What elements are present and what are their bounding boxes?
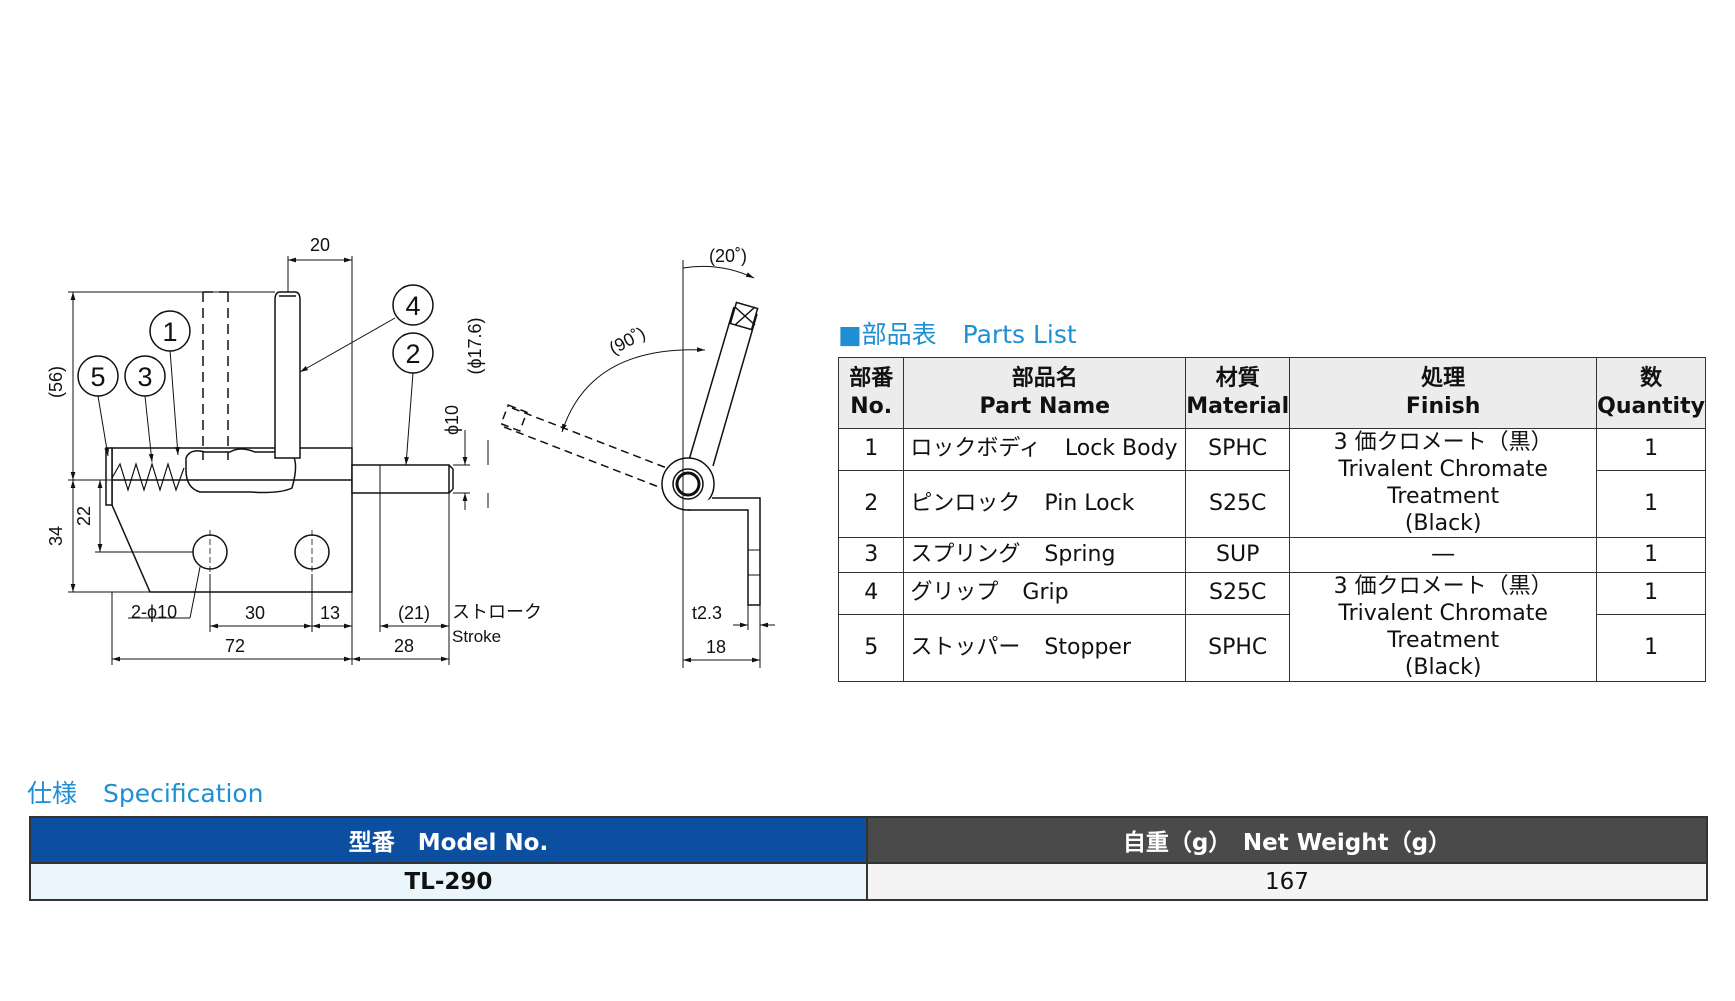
grip [274,291,301,459]
dim-side-width: 18 [706,637,726,657]
dim-hole-edge: 13 [320,603,340,623]
front-dimension-labels: 20 (56) 34 22 ϕ10 (ϕ17.6) 2-ϕ10 30 13 72… [46,235,542,656]
pin-lock [351,464,450,494]
stroke-label-jp: ストローク [452,602,542,622]
finish-group-3: 3 価クロメート（黒）Trivalent Chromate Treatment(… [1289,572,1598,682]
dim-hole-pitch: 30 [245,603,265,623]
finish-group-1: 3 価クロメート（黒）Trivalent Chromate Treatment(… [1289,428,1598,538]
dim-stroke-value: (21) [398,603,430,623]
grip-side [688,306,735,461]
front-view [105,291,454,593]
callout-3: 3 [137,362,152,392]
model-value: TL-290 [29,862,868,901]
col-net-weight: 自重（g） Net Weight（g） [865,816,1709,864]
stroke-label-en: Stroke [452,627,501,646]
title-square-icon: ■ [838,320,862,349]
dim-body-length: 72 [225,636,245,656]
lock-body-outline [111,447,353,593]
dim-grip-dia: (ϕ17.6) [465,317,485,374]
dim-hole-height: 22 [74,506,94,526]
specification-table: 型番 Model No. 自重（g） Net Weight（g） TL-290 … [29,816,1709,901]
front-dimensions [68,256,489,665]
dim-thickness: t2.3 [692,603,722,623]
callout-4: 4 [405,291,420,321]
side-dimension-labels: (20˚) (90˚) t2.3 18 [606,246,747,657]
side-view [500,301,761,606]
dim-angle-small: (20˚) [709,246,747,266]
table-row: TL-290 167 [29,862,1709,901]
dim-holes: 2-ϕ10 [131,602,177,622]
bracket [688,497,761,606]
spring [111,461,185,493]
finish-group-2: ― [1289,537,1598,573]
dim-angle-large: (90˚) [606,323,649,359]
dim-pin-length: 28 [394,636,414,656]
dim-overall-height: (56) [46,366,66,398]
spec-header-row: 型番 Model No. 自重（g） Net Weight（g） [29,816,1709,864]
col-model-no: 型番 Model No. [29,816,868,864]
callouts: 1 2 3 4 5 [77,284,434,397]
dim-pin-dia: ϕ10 [442,405,462,435]
callout-2: 2 [405,339,420,369]
dim-top-width: 20 [310,235,330,255]
side-dimensions [561,260,775,668]
callout-1: 1 [162,317,177,347]
callout-5: 5 [90,362,105,392]
dim-body-height: 34 [46,526,66,546]
weight-value: 167 [865,862,1709,901]
